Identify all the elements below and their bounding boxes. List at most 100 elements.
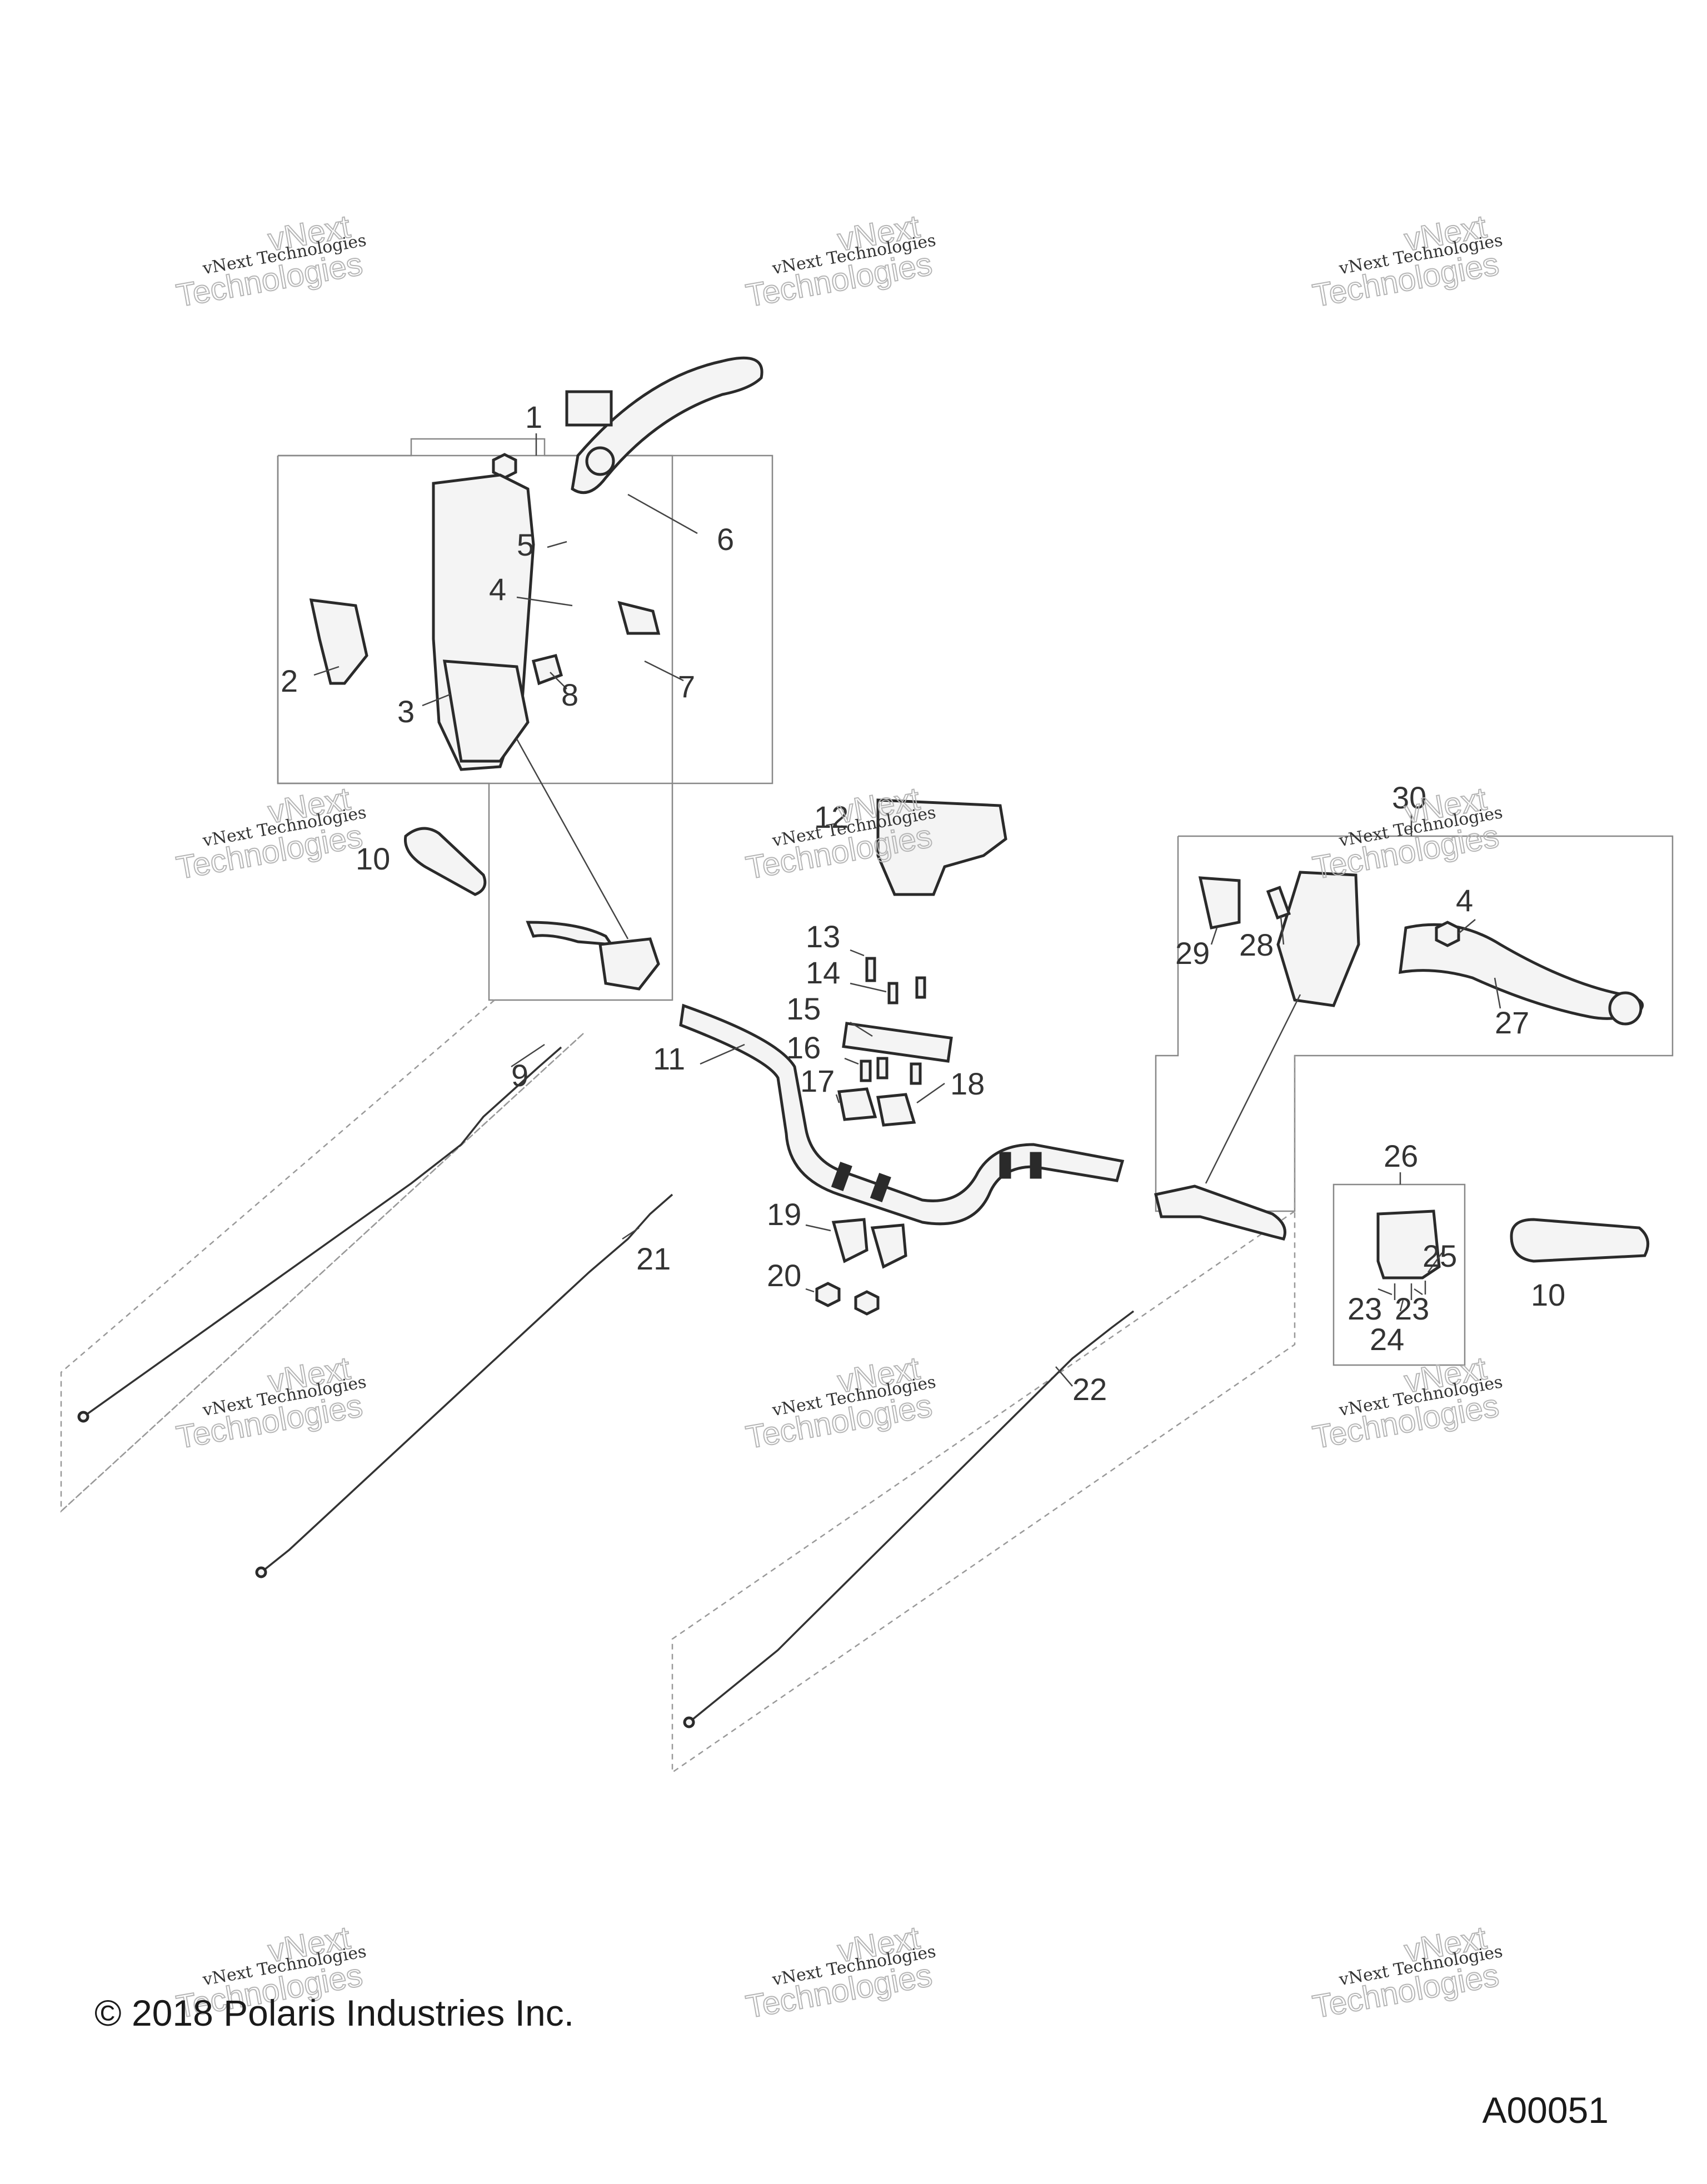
callout-21: 21 [636, 1241, 671, 1276]
lever-left-pivot [585, 446, 615, 476]
leader-13 [850, 949, 865, 957]
leader-17 [835, 1094, 840, 1103]
callout-1: 1 [525, 399, 542, 434]
callout-18: 18 [950, 1066, 985, 1101]
lever-right-end [1608, 991, 1643, 1026]
callout-17: 17 [800, 1063, 835, 1098]
grip-left-10 [403, 827, 487, 896]
leader-perch-to-lever [1205, 994, 1301, 1184]
callout-10-left: 10 [356, 841, 390, 876]
callout-8: 8 [561, 677, 578, 712]
callout-11: 11 [653, 1041, 685, 1076]
callout-25: 25 [1422, 1238, 1457, 1273]
riser-19b [870, 1223, 907, 1269]
bolt-7 [617, 601, 661, 635]
bolt-28 [1266, 886, 1291, 920]
watermark-lower-center: vNext vNext Technologies Technologies [743, 1350, 937, 1456]
screw-13 [865, 957, 876, 982]
callout-4: 4 [489, 572, 506, 607]
watermark-top-left: vNext vNext Technologies Technologies [173, 208, 368, 314]
lever-right-lower [1154, 1185, 1286, 1241]
reservoir-12 [876, 798, 1007, 896]
perch-right-28 [1276, 871, 1360, 1007]
leader-22 [1055, 1366, 1073, 1387]
callout-30: 30 [1392, 780, 1426, 815]
leader-8 [550, 672, 567, 689]
watermark-bottom-right: vNext vNext Technologies Technologies [1310, 1919, 1504, 2026]
leader-3 [422, 693, 451, 707]
handlebar-band-1 [831, 1161, 852, 1191]
dashed-zone-middle [61, 1033, 584, 1512]
cable-9-end [77, 1411, 89, 1423]
lever-left-lower [526, 921, 614, 946]
figure-id: A00051 [1482, 2090, 1609, 2131]
watermark-mid-left: vNext vNext Technologies Technologies [173, 780, 368, 887]
callout-4-right: 4 [1456, 883, 1473, 918]
copyright-notice: © 2018 Polaris Industries Inc. [94, 1992, 575, 2033]
riser-19a [831, 1218, 869, 1263]
assembly-box-left-outline [277, 454, 773, 1001]
callout-10-right: 10 [1531, 1277, 1565, 1312]
leader-24 [1399, 1300, 1404, 1312]
leader-23-right [1414, 1288, 1423, 1296]
dashed-zone-left [60, 999, 584, 1513]
leader-16 [844, 1057, 859, 1065]
cable-22-end [683, 1716, 695, 1728]
callout-29: 29 [1175, 936, 1210, 971]
callout-9: 9 [511, 1058, 528, 1093]
switch-26 [1376, 1210, 1441, 1280]
callout-3: 3 [397, 694, 415, 729]
switch-assembly-box [1332, 1183, 1466, 1366]
callout-6: 6 [717, 522, 734, 557]
callout-19: 19 [767, 1197, 801, 1232]
master-cylinder-3-body [443, 659, 530, 763]
callout-20: 20 [767, 1258, 801, 1293]
watermark-bottom-center: vNext vNext Technologies Technologies [743, 1919, 937, 2026]
caliper-left-lower [598, 937, 660, 991]
screw-14a [887, 982, 899, 1004]
leader-27 [1494, 977, 1501, 1009]
leader-9 [511, 1043, 545, 1068]
watermark-mid-right: vNext vNext Technologies Technologies [1310, 780, 1504, 887]
leader-6 [627, 493, 698, 534]
bolt-17c [910, 1062, 922, 1085]
cover-29 [1198, 876, 1241, 929]
handlebar-band-2 [870, 1172, 891, 1202]
bracket-5 [565, 390, 613, 427]
callout-15: 15 [786, 991, 821, 1026]
leader-14 [850, 982, 887, 993]
watermark-top-right: vNext vNext Technologies Technologies [1310, 208, 1504, 314]
leader-cylinder-to-bar [516, 738, 629, 939]
callout-23-right: 23 [1395, 1291, 1429, 1326]
nut-4-left [492, 453, 517, 479]
leader-18 [916, 1082, 945, 1104]
cable-9 [82, 1046, 562, 1418]
handlebar-band-4 [1030, 1152, 1042, 1179]
dashed-zone-right [671, 1056, 1296, 1774]
leader-19 [805, 1224, 831, 1232]
callout-27: 27 [1495, 1005, 1529, 1040]
leader-2 [313, 666, 340, 676]
leader-5 [547, 541, 567, 548]
leader-7 [644, 660, 684, 682]
nut-20b [854, 1290, 880, 1316]
leader-11 [700, 1043, 745, 1065]
callout-24: 24 [1370, 1322, 1404, 1357]
handlebar-band-3 [999, 1152, 1011, 1179]
bolt-17a [860, 1059, 872, 1082]
nut-20a [815, 1282, 841, 1307]
lever-left-6 [571, 356, 763, 494]
leader-21 [622, 1227, 640, 1240]
callout-16: 16 [786, 1030, 821, 1065]
screw-14b [915, 976, 926, 999]
callout-12: 12 [814, 799, 848, 834]
watermark-top-center: vNext vNext Technologies Technologies [743, 208, 937, 314]
grip-right-10 [1510, 1218, 1650, 1263]
callout-5: 5 [517, 527, 534, 562]
leader-4 [516, 596, 573, 607]
callout-22: 22 [1072, 1372, 1107, 1407]
watermark-lower-left: vNext vNext Technologies Technologies [173, 1350, 368, 1456]
bolt-17b [876, 1057, 889, 1079]
clamp-18a [837, 1087, 877, 1121]
